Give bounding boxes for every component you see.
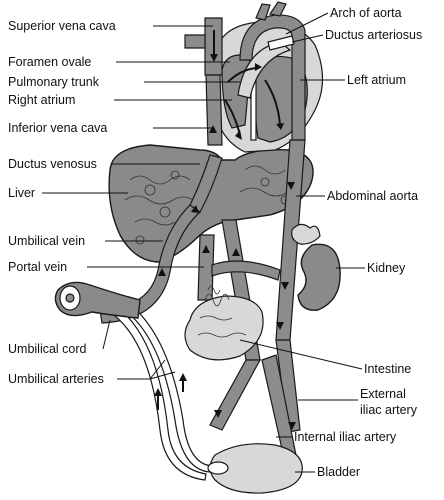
ductus-arteriosus <box>267 35 295 51</box>
label-kidney: Kidney <box>367 261 406 275</box>
arrow-iliac-down <box>214 410 222 418</box>
inferior-vena-cava <box>205 74 223 146</box>
labels: Superior vena cava Foramen ovale Pulmona… <box>8 6 422 479</box>
urachus <box>207 461 229 475</box>
label-umbilical-vein: Umbilical vein <box>8 234 85 248</box>
label-right-atrium: Right atrium <box>8 93 75 107</box>
mesenteric-vessels <box>204 285 230 307</box>
flow-arrows <box>154 30 296 430</box>
label-foramen-ovale: Foramen ovale <box>8 55 91 69</box>
arrow-portal-vein <box>202 245 210 253</box>
arrow-internal-iliac-down <box>288 422 296 430</box>
aortic-branch-1 <box>255 3 271 21</box>
label-arch-of-aorta: Arch of aorta <box>330 6 402 20</box>
arrow-aorta-down-3 <box>276 322 284 330</box>
label-ductus-arteriosus: Ductus arteriosus <box>325 28 422 42</box>
ductus-venosus <box>189 154 223 213</box>
label-superior-vena-cava: Superior vena cava <box>8 19 116 33</box>
label-inferior-vena-cava: Inferior vena cava <box>8 121 107 135</box>
arrow-aorta-down-1 <box>287 182 295 190</box>
leader-lines <box>42 12 365 473</box>
label-external-iliac-artery-line2: iliac artery <box>360 403 418 417</box>
label-intestine: Intestine <box>364 362 411 376</box>
label-external-iliac-artery-line1: External <box>360 387 406 401</box>
renal-vein <box>211 260 281 281</box>
arrow-heart-flow-2 <box>264 79 281 126</box>
arrow-ivc-lower <box>232 248 240 256</box>
kidney <box>297 243 341 311</box>
label-pulmonary-trunk: Pulmonary trunk <box>8 75 100 89</box>
label-bladder: Bladder <box>317 465 360 479</box>
arrow-umbilical-vein <box>158 268 166 276</box>
bladder <box>209 443 303 494</box>
label-portal-vein: Portal vein <box>8 260 67 274</box>
arrow-ductus-venosus <box>191 205 199 213</box>
adrenal-gland <box>291 223 321 245</box>
arrow-ivc-up <box>209 125 217 133</box>
intestine <box>184 295 264 361</box>
label-ductus-venosus: Ductus venosus <box>8 157 97 171</box>
left-iliac <box>209 359 262 431</box>
brachiocephalic-vein <box>184 34 206 49</box>
label-left-atrium: Left atrium <box>347 73 406 87</box>
label-umbilical-cord: Umbilical cord <box>8 342 87 356</box>
aortic-branch-2 <box>269 1 287 17</box>
cord-vessel <box>65 293 75 303</box>
arrow-foramen <box>227 67 257 83</box>
label-umbilical-arteries: Umbilical arteries <box>8 372 104 386</box>
label-liver: Liver <box>8 186 35 200</box>
arrow-aorta-down-2 <box>281 282 289 290</box>
pulmonary-trunk <box>237 41 292 99</box>
anatomy <box>54 1 341 494</box>
label-internal-iliac-artery: Internal iliac artery <box>294 430 397 444</box>
label-abdominal-aorta: Abdominal aorta <box>327 189 418 203</box>
